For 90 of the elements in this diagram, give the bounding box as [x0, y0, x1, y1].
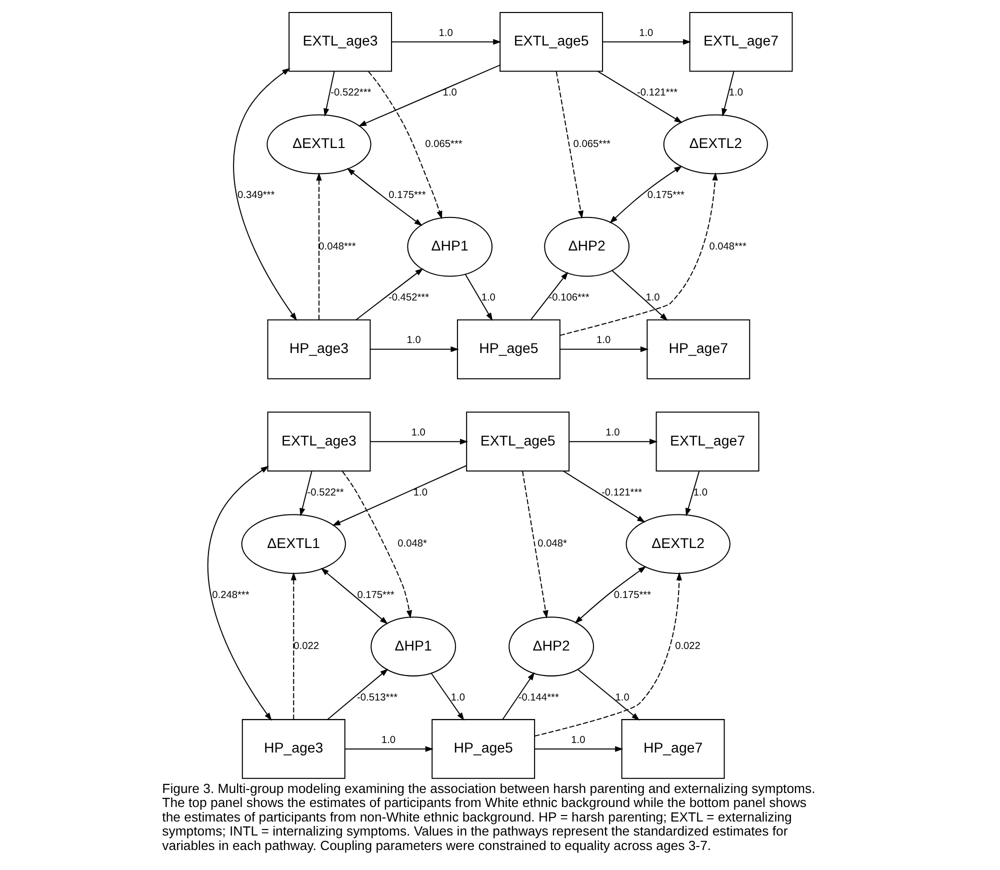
- node-box: HP_age5: [432, 719, 536, 779]
- edge-label: 0.065***: [425, 138, 462, 150]
- edge-label: 1.0: [728, 88, 743, 99]
- arrow: [316, 172, 322, 320]
- arrow: [320, 568, 388, 624]
- arrow: [569, 438, 658, 444]
- edge-label: -0.121***: [602, 487, 642, 498]
- arrow: [207, 466, 272, 721]
- arrow: [346, 168, 422, 226]
- edge-label: 1.0: [571, 734, 586, 746]
- arrow: [290, 572, 296, 720]
- arrow: [368, 71, 442, 220]
- node-box: HP_age7: [646, 319, 750, 380]
- edge-label: 1.0: [438, 28, 453, 39]
- edge-label: 1.0: [693, 487, 708, 498]
- edge-label: -0.522***: [330, 88, 372, 99]
- node-box: EXTL_age5: [466, 412, 570, 472]
- edge-label: 0.065***: [573, 138, 610, 150]
- edge-label: 1.0: [411, 428, 426, 439]
- edge-label: 0.048***: [709, 241, 746, 252]
- edge-label: 0.048*: [538, 538, 567, 550]
- arrow: [370, 438, 468, 444]
- arrow: [722, 71, 734, 117]
- edge-label: 0.175***: [647, 190, 685, 202]
- arrow: [574, 566, 646, 624]
- arrow: [502, 672, 535, 720]
- edge-label: 1.0: [481, 292, 496, 304]
- node-box: EXTL_age7: [656, 412, 760, 472]
- arrow: [327, 668, 388, 720]
- edge-label: -0.452***: [388, 292, 430, 304]
- edge-label: 1.0: [450, 692, 466, 704]
- edge-label: 0.048***: [318, 241, 356, 252]
- edge-label: 1.0: [381, 734, 396, 746]
- edge-label: 1.0: [615, 692, 630, 704]
- node-box: EXTL_age5: [500, 12, 604, 72]
- arrow: [392, 39, 502, 45]
- arrow: [686, 470, 700, 516]
- arrow: [522, 471, 548, 619]
- edge-label: 0.175***: [388, 190, 426, 202]
- arrow: [430, 673, 464, 721]
- edge-label: 1.0: [413, 487, 428, 498]
- arrow: [300, 471, 312, 516]
- edge-label: 1.0: [406, 335, 421, 346]
- arrow: [344, 746, 434, 752]
- node-box: HP_age5: [456, 319, 560, 380]
- node-ellipse: ΔEXTL1: [241, 514, 346, 574]
- arrow: [332, 465, 467, 526]
- arrow: [324, 71, 335, 117]
- edge-label: 0.248***: [212, 590, 250, 601]
- arrow: [560, 172, 718, 336]
- arrow: [358, 64, 500, 126]
- arrow: [342, 471, 412, 619]
- arrow: [578, 669, 640, 720]
- edge-label: -0.144***: [518, 692, 559, 704]
- node-box: EXTL_age3: [267, 412, 371, 472]
- arrow: [356, 268, 424, 320]
- edge-label: 0.022: [294, 641, 319, 652]
- arrow: [563, 470, 646, 522]
- arrow: [530, 272, 568, 320]
- node-box: EXTL_age7: [689, 12, 793, 72]
- edge-label: -0.121***: [637, 88, 678, 99]
- edge-label: 1.0: [606, 428, 620, 439]
- edge-label: 1.0: [596, 335, 611, 346]
- arrow: [602, 39, 692, 45]
- arrow: [233, 68, 298, 321]
- edge-label: -0.522**: [307, 487, 344, 498]
- arrow: [534, 746, 624, 752]
- node-box: HP_age3: [242, 719, 346, 779]
- arrow: [598, 70, 682, 124]
- edge-label: 1.0: [442, 88, 457, 99]
- edge-label: -0.513***: [357, 692, 398, 704]
- edge-label: -0.106***: [548, 292, 590, 304]
- node-box: HP_age7: [621, 719, 725, 779]
- edge-label: 0.022: [675, 641, 700, 652]
- arrow: [464, 274, 493, 321]
- arrow: [609, 166, 682, 224]
- arrow: [534, 572, 682, 736]
- edge-label: 0.175***: [614, 590, 652, 601]
- node-box: HP_age3: [267, 319, 371, 380]
- edge-label: 1.0: [646, 292, 660, 304]
- node-box: EXTL_age3: [288, 12, 392, 72]
- arrow: [612, 270, 668, 321]
- edge-label: 0.175***: [357, 590, 394, 601]
- arrow: [556, 71, 584, 219]
- edge-label: 0.048*: [398, 538, 427, 550]
- arrow: [560, 346, 649, 352]
- edge-label: 1.0: [639, 28, 654, 39]
- edge-label: 0.349***: [238, 190, 275, 202]
- arrow: [370, 346, 459, 352]
- caption: Figure 3. Multi-group modeling examining the association between harsh parenting and externalizing symptoms. The top panel shows the estimates of participants from White ethnic background while the bottom panel shows the estimates of participants from non-White ethnic background. HP = harsh parenting; EXTL = externalizing symptoms; INTL = internalizing symptoms. Values in the pathways represent the standardized estimates for variables in each pathway. Coupling parameters were constrained to equality across ages 3-7.: [162, 781, 816, 853]
